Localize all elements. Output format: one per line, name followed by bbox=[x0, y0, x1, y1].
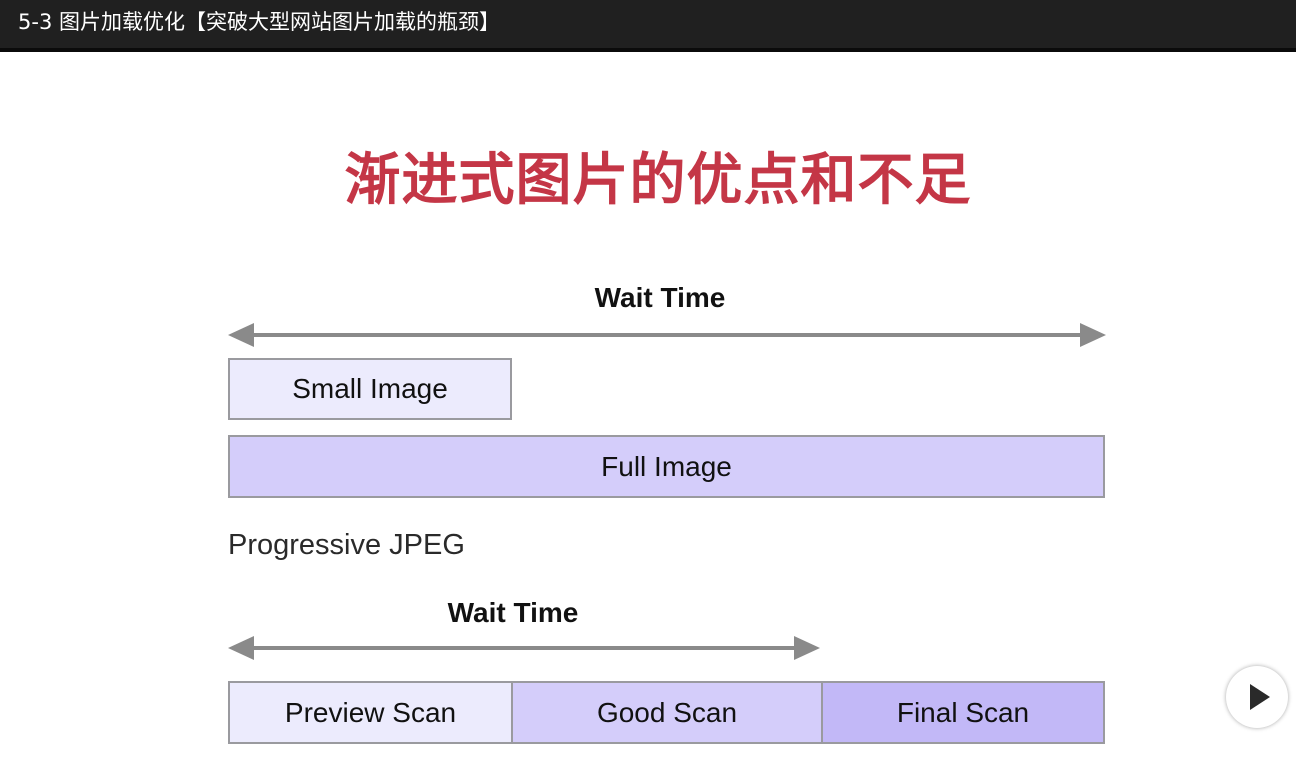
good-scan-label: Good Scan bbox=[596, 696, 738, 728]
progressive-wait-arrow bbox=[226, 635, 822, 665]
slide-canvas: 渐进式图片的优点和不足 Wait Time Small Image Full I… bbox=[0, 56, 1296, 772]
small-image-label: Small Image bbox=[292, 373, 448, 404]
baseline-wait-time-label: Wait Time bbox=[594, 282, 726, 313]
progressive-jpeg-caption: Progressive JPEG bbox=[228, 529, 465, 561]
preview-scan-bar: Preview Scan bbox=[228, 681, 513, 744]
final-scan-label: Final Scan bbox=[896, 696, 1030, 728]
full-image-bar: Full Image bbox=[228, 435, 1105, 498]
play-button[interactable] bbox=[1226, 666, 1288, 728]
preview-scan-label: Preview Scan bbox=[284, 696, 457, 728]
play-icon bbox=[1250, 684, 1270, 710]
full-image-label: Full Image bbox=[601, 450, 732, 482]
window-titlebar: 5-3 图片加载优化【突破大型网站图片加载的瓶颈】 bbox=[0, 0, 1296, 52]
window-title: 5-3 图片加载优化【突破大型网站图片加载的瓶颈】 bbox=[18, 10, 500, 34]
small-image-bar: Small Image bbox=[228, 358, 512, 420]
slide-title: 渐进式图片的优点和不足 bbox=[344, 148, 972, 213]
baseline-wait-arrow bbox=[226, 320, 1108, 350]
final-scan-bar: Final Scan bbox=[821, 681, 1105, 744]
progressive-wait-time-label: Wait Time bbox=[447, 597, 579, 628]
good-scan-bar: Good Scan bbox=[511, 681, 823, 744]
